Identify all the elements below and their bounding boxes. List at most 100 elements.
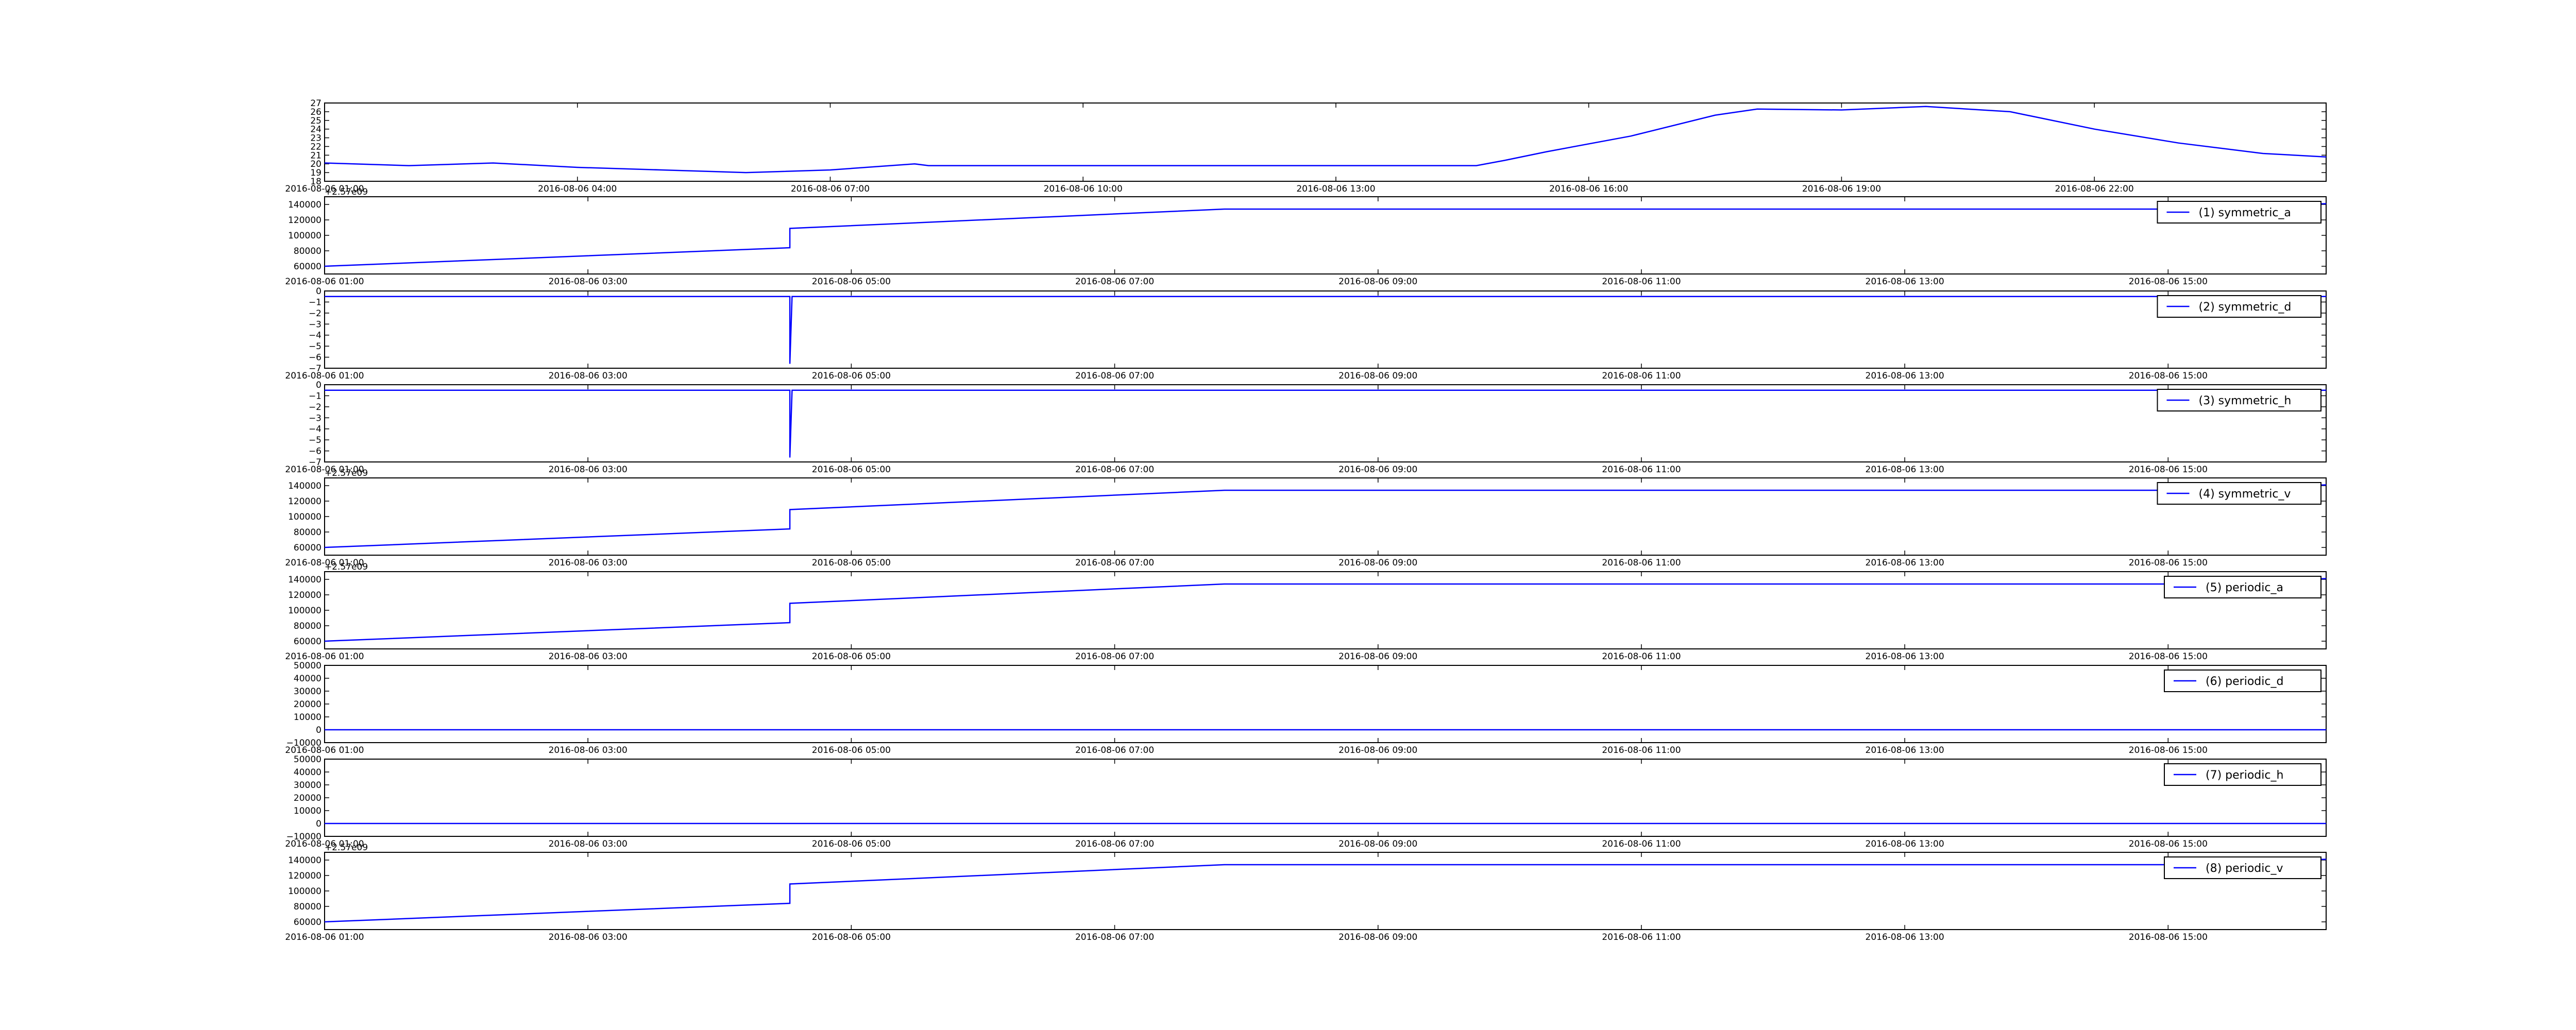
panel2-ytick-label-7: 0	[316, 286, 321, 297]
panel7-legend-label: (7) periodic_h	[2206, 769, 2283, 782]
panel7-xtick-label-4: 2016-08-06 09:00	[1338, 839, 1417, 849]
panel8-xtick-label-5: 2016-08-06 11:00	[1602, 932, 1681, 942]
panel0-xtick-label-2: 2016-08-06 07:00	[791, 184, 870, 194]
panel6-ytick-label-4: 30000	[294, 686, 321, 697]
panel0-series-line	[324, 106, 2327, 174]
panel5-xtick-label-0: 2016-08-06 01:00	[285, 651, 364, 662]
panel1-xtick-label-6: 2016-08-06 13:00	[1866, 277, 1944, 287]
panel7-ytick-label-1: 0	[316, 819, 321, 829]
panel3-xtick-label-6: 2016-08-06 13:00	[1866, 465, 1944, 475]
panel4-xtick-label-5: 2016-08-06 11:00	[1602, 558, 1681, 568]
panel4-legend-label: (4) symmetric_v	[2199, 488, 2291, 501]
panel8-xtick-label-6: 2016-08-06 13:00	[1866, 932, 1944, 942]
panel5-xtick-label-2: 2016-08-06 05:00	[812, 651, 891, 662]
panel4-ytick-label-1: 80000	[294, 527, 321, 538]
panel5-xtick-label-4: 2016-08-06 09:00	[1338, 651, 1417, 662]
panel0-ytick-label-9: 27	[310, 98, 321, 109]
panel3-xtick-label-1: 2016-08-06 03:00	[549, 465, 628, 475]
panel7-axes: −10000010000200003000040000500002016-08-…	[285, 754, 2327, 849]
panel6-xtick-label-2: 2016-08-06 05:00	[812, 745, 891, 756]
panel8-legend-label: (8) periodic_v	[2206, 862, 2283, 875]
panel8-xtick-label-1: 2016-08-06 03:00	[549, 932, 628, 942]
panel5-ytick-label-0: 60000	[294, 637, 321, 647]
panel8-frame	[324, 852, 2327, 930]
panel8-xtick-label-0: 2016-08-06 01:00	[285, 932, 364, 942]
panel2-xtick-label-7: 2016-08-06 15:00	[2129, 371, 2208, 381]
panel1-frame	[324, 196, 2327, 274]
panel4-ytick-label-2: 100000	[288, 512, 321, 522]
panel3-series-line	[325, 389, 2326, 458]
panel4-xtick-label-4: 2016-08-06 09:00	[1338, 558, 1417, 568]
panel5-xtick-label-1: 2016-08-06 03:00	[549, 651, 628, 662]
panel7-ytick-label-4: 30000	[294, 780, 321, 791]
panel1-xtick-label-7: 2016-08-06 15:00	[2129, 277, 2208, 287]
panel6-legend: (6) periodic_d	[2164, 670, 2321, 692]
panel3-ytick-label-3: −4	[309, 424, 321, 435]
panel0-xtick-label-6: 2016-08-06 19:00	[1802, 184, 1881, 194]
panel3-legend: (3) symmetric_h	[2157, 389, 2321, 411]
panel5-offset-label: +2.57e09	[325, 562, 368, 572]
panel8-xtick-label-4: 2016-08-06 09:00	[1338, 932, 1417, 942]
panel0-ytick-label-3: 21	[310, 150, 321, 161]
panel2-series-line	[325, 296, 2326, 364]
panel0-xtick-label-3: 2016-08-06 10:00	[1044, 184, 1123, 194]
panel1-ytick-label-0: 60000	[294, 262, 321, 272]
panel6-xtick-label-4: 2016-08-06 09:00	[1338, 745, 1417, 756]
panel0-ytick-label-8: 26	[310, 107, 321, 117]
panel1-legend-label: (1) symmetric_a	[2199, 207, 2291, 219]
panel6-ytick-label-1: 0	[316, 725, 321, 735]
panel0-ytick-label-2: 20	[310, 159, 321, 169]
panel0-xtick-label-1: 2016-08-06 04:00	[538, 184, 617, 194]
panel5-legend: (5) periodic_a	[2164, 576, 2321, 598]
panel5-ytick-label-4: 140000	[288, 575, 321, 585]
panel1-ytick-label-4: 140000	[288, 200, 321, 210]
panel4-ytick-label-3: 120000	[288, 496, 321, 507]
panel0-ytick-label-6: 24	[310, 125, 321, 135]
panel1-offset-label: +2.57e09	[325, 187, 368, 197]
panel7-xtick-label-1: 2016-08-06 03:00	[549, 839, 628, 849]
panel6-xtick-label-1: 2016-08-06 03:00	[549, 745, 628, 756]
panel2-ytick-label-5: −2	[309, 308, 321, 319]
panel4-xtick-label-2: 2016-08-06 05:00	[812, 558, 891, 568]
panel7-frame	[324, 759, 2327, 837]
panel6-xtick-label-6: 2016-08-06 13:00	[1866, 745, 1944, 756]
panel4-xtick-label-0: 2016-08-06 01:00	[285, 558, 364, 568]
panel1-xtick-label-2: 2016-08-06 05:00	[812, 277, 891, 287]
panel7-legend: (7) periodic_h	[2164, 763, 2321, 786]
panel6-xtick-label-7: 2016-08-06 15:00	[2129, 745, 2208, 756]
panel5-xtick-label-7: 2016-08-06 15:00	[2129, 651, 2208, 662]
panel1-xtick-label-1: 2016-08-06 03:00	[549, 277, 628, 287]
panel8-offset-label: +2.57e09	[325, 843, 368, 853]
panel6-xtick-label-3: 2016-08-06 07:00	[1075, 745, 1154, 756]
panel0-ytick-label-5: 23	[310, 133, 321, 144]
panel7-xtick-label-5: 2016-08-06 11:00	[1602, 839, 1681, 849]
panel7-xtick-label-0: 2016-08-06 01:00	[285, 839, 364, 849]
panel0-xtick-label-5: 2016-08-06 16:00	[1549, 184, 1628, 194]
panel6-frame	[324, 665, 2327, 743]
panel7-xtick-label-6: 2016-08-06 13:00	[1866, 839, 1944, 849]
panel7-ytick-label-3: 20000	[294, 793, 321, 803]
panel5-legend-label: (5) periodic_a	[2206, 581, 2283, 594]
panel3-ytick-label-0: −7	[309, 457, 321, 468]
panel7-xtick-label-7: 2016-08-06 15:00	[2129, 839, 2208, 849]
panel8-xtick-label-2: 2016-08-06 05:00	[812, 932, 891, 942]
panel5-ytick-label-3: 120000	[288, 590, 321, 600]
panel5-xtick-label-6: 2016-08-06 13:00	[1866, 651, 1944, 662]
panel2-ytick-label-6: −1	[309, 297, 321, 307]
panel6-ytick-label-0: −10000	[286, 738, 321, 748]
panel2-ytick-label-4: −3	[309, 319, 321, 330]
panel2-xtick-label-0: 2016-08-06 01:00	[285, 371, 364, 381]
panel3-ytick-label-5: −2	[309, 402, 321, 413]
panel3-frame	[324, 384, 2327, 462]
panel4-xtick-label-7: 2016-08-06 15:00	[2129, 558, 2208, 568]
panel8-ytick-label-0: 60000	[294, 917, 321, 928]
panel3-ytick-label-1: −6	[309, 447, 321, 457]
panel2-frame	[324, 290, 2327, 369]
panel2-ytick-label-0: −7	[309, 364, 321, 374]
panel4-ytick-label-0: 60000	[294, 543, 321, 553]
panel1-xtick-label-3: 2016-08-06 07:00	[1075, 277, 1154, 287]
panel4-ytick-label-4: 140000	[288, 481, 321, 491]
panel3-ytick-label-2: −5	[309, 435, 321, 445]
